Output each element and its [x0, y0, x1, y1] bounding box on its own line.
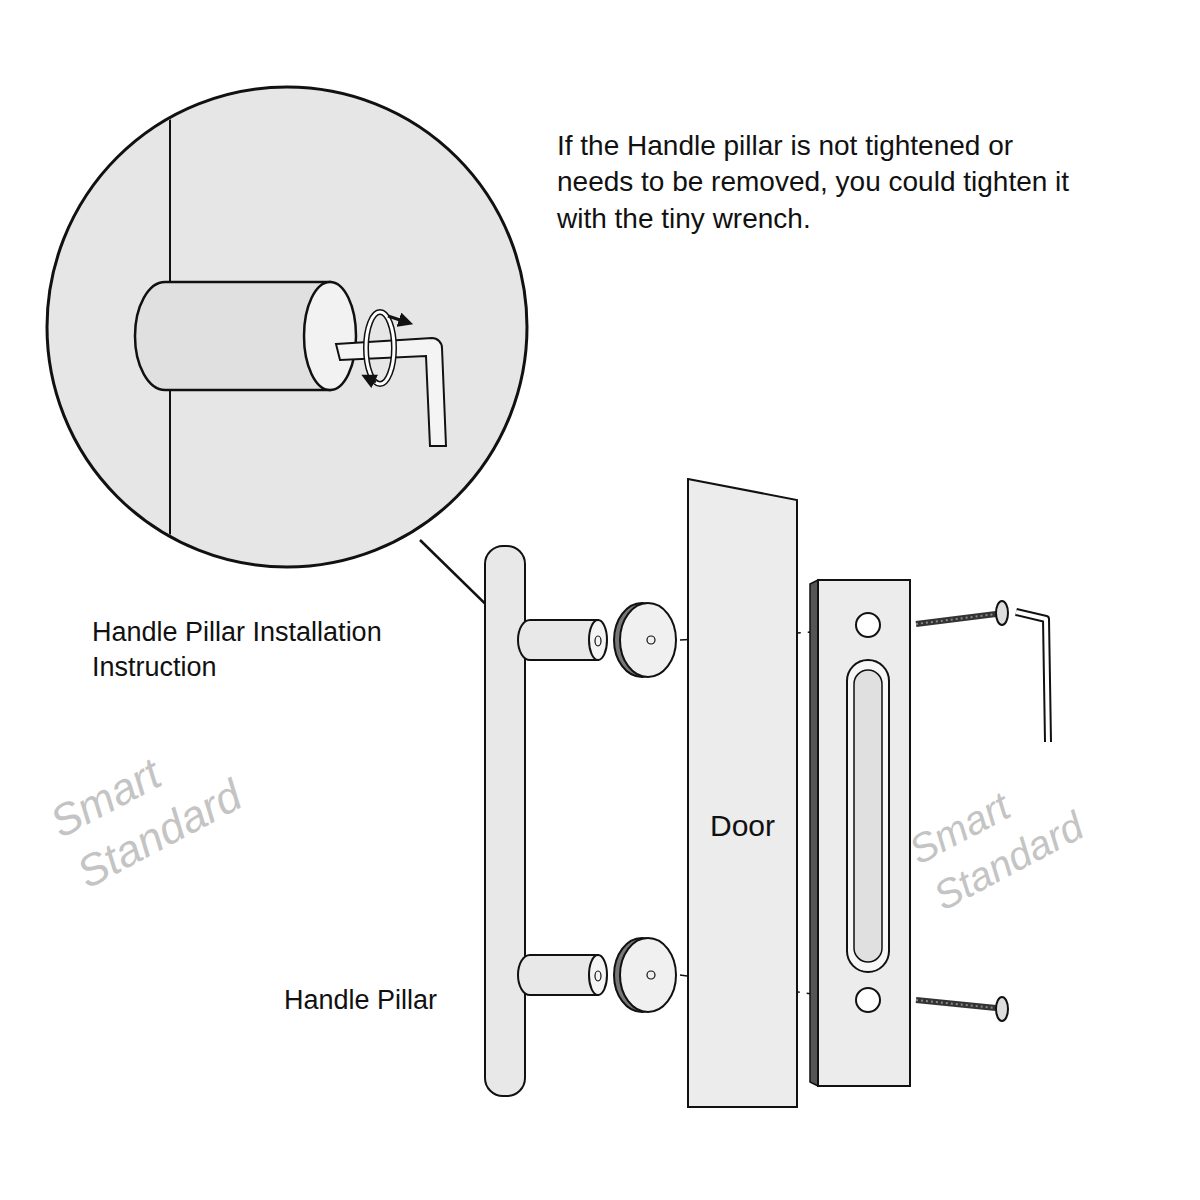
zoom-detail: [47, 60, 527, 600]
door-shape: [688, 479, 797, 1107]
note-text: If the Handle pillar is not tightened or…: [557, 128, 1097, 237]
door-outline: [687, 478, 798, 1108]
node-label: Door: [687, 808, 798, 844]
allen-key: [1016, 612, 1048, 742]
handle-pillar: [518, 620, 607, 995]
watermark: Smart Standard: [40, 659, 359, 901]
pull-plate: [810, 580, 910, 1086]
door-panel: Door: [687, 478, 798, 1108]
handle-bar: [485, 546, 525, 1096]
washer: [614, 603, 676, 1012]
part-label: Handle Pillar: [284, 983, 504, 1018]
callout-title: Handle Pillar Installation Instruction: [92, 615, 422, 685]
